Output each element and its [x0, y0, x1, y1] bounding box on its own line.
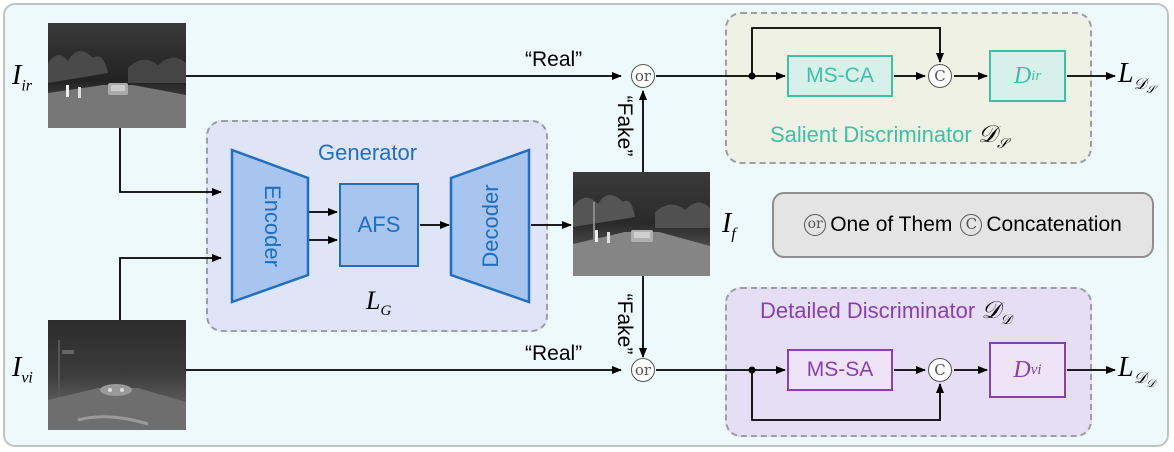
encoder-label: Encoder: [260, 185, 285, 267]
fused-label: If: [722, 208, 736, 243]
decoder-shape: [449, 148, 531, 304]
visible-label: Ivi: [12, 352, 33, 387]
generator-title: Generator: [318, 140, 418, 165]
real-label-top: “Real”: [525, 48, 583, 71]
salient-loss: L𝒟𝒮: [1118, 58, 1155, 96]
detailed-loss: L𝒟𝒟: [1118, 352, 1156, 390]
decoder-label: Decoder: [478, 184, 503, 268]
or-node-bottom: or: [631, 358, 655, 382]
detailed-title: Detailed Discriminator 𝒟𝒟: [760, 298, 1012, 328]
concat-node-bottom: C: [928, 358, 952, 382]
legend: or One of Them C Concatenation: [772, 192, 1154, 258]
concat-node-top: C: [928, 64, 952, 88]
salient-title: Salient Discriminator 𝒟𝒮: [770, 122, 1008, 152]
fake-label-top: “Fake”: [613, 95, 636, 157]
visible-image: [48, 320, 186, 430]
real-label-bottom: “Real”: [525, 342, 583, 365]
concat-legend-symbol: C: [960, 214, 983, 236]
or-legend-symbol: or: [804, 214, 827, 236]
fake-label-bottom: “Fake”: [613, 293, 636, 355]
infrared-label: Iir: [12, 60, 32, 95]
or-legend-label: One of Them: [830, 213, 953, 236]
ms-sa-block: MS-SA: [787, 349, 893, 391]
generator-loss: LG: [366, 286, 392, 320]
afs-module: AFS: [339, 183, 419, 267]
ms-ca-block: MS-CA: [787, 55, 893, 97]
concat-legend-label: Concatenation: [986, 213, 1122, 236]
or-node-top: or: [631, 64, 655, 88]
infrared-image: [48, 23, 186, 128]
fused-image: [573, 172, 710, 276]
encoder-shape: [230, 148, 310, 304]
